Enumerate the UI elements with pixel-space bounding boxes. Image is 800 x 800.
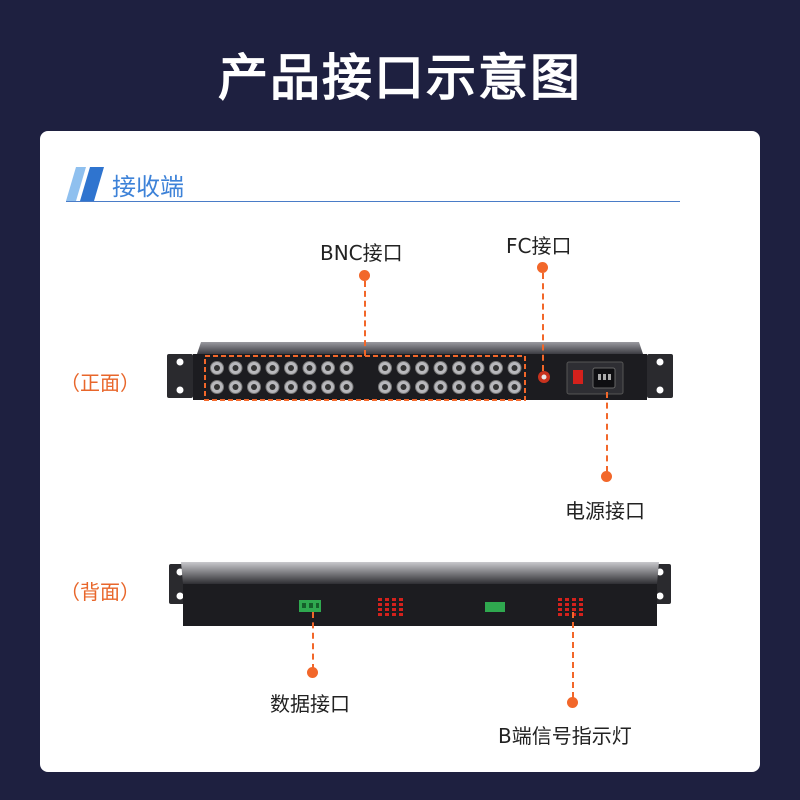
bnc-connector-core [419, 365, 425, 371]
bnc-connector-core [382, 365, 388, 371]
indicator-led [392, 598, 396, 601]
bnc-callout-dot [359, 270, 370, 281]
section-header: 接收端 [66, 165, 680, 202]
indicator-led [558, 608, 562, 611]
bnc-connector-core [400, 384, 407, 390]
bnc-connector-core [325, 365, 331, 371]
bnc-connector-core [343, 365, 350, 371]
indicator-callout-line [572, 612, 574, 698]
bnc-callout-label: BNC接口 [320, 241, 403, 265]
bnc-connector-core [474, 384, 481, 390]
indicator-led [378, 613, 382, 616]
bnc-connector-core [400, 365, 407, 371]
section-label: 接收端 [112, 173, 184, 201]
back-view-label: （背面） [60, 580, 140, 604]
bnc-connector-core [288, 384, 294, 390]
indicator-led [572, 598, 576, 601]
indicator-callout-dot [567, 697, 578, 708]
bnc-connector-core [493, 384, 499, 390]
indicator-led [579, 598, 583, 601]
power-callout-line [606, 392, 608, 472]
bnc-connector-core [382, 384, 388, 390]
indicator-led [399, 603, 403, 606]
bnc-connector-core [343, 384, 350, 390]
indicator-led [399, 608, 403, 611]
indicator-led [392, 603, 396, 606]
bnc-connector-core [269, 365, 276, 371]
indicator-led [565, 608, 569, 611]
indicator-callout-label: B端信号指示灯 [498, 724, 632, 748]
bnc-connector-core [214, 365, 220, 371]
bnc-callout-line [364, 281, 366, 356]
indicator-led [385, 598, 389, 601]
indicator-led [579, 603, 583, 606]
bnc-connector-core [269, 384, 276, 390]
indicator-led [385, 608, 389, 611]
bnc-connector-core [456, 384, 462, 390]
bnc-connector-core [456, 365, 462, 371]
indicator-led [378, 608, 382, 611]
fc-callout-label: FC接口 [506, 234, 572, 258]
indicator-led [385, 603, 389, 606]
indicator-led [378, 598, 382, 601]
front-panel-device [167, 342, 673, 401]
indicator-led [572, 608, 576, 611]
bnc-connector-core [232, 365, 239, 371]
bnc-connector-core [306, 365, 313, 371]
indicator-led [378, 603, 382, 606]
indicator-led [558, 603, 562, 606]
bnc-connector-core [288, 365, 294, 371]
bnc-connector-core [306, 384, 313, 390]
bnc-connector-core [214, 384, 220, 390]
power-callout-label: 电源接口 [565, 499, 645, 523]
bnc-connector-core [474, 365, 481, 371]
front-view-label: （正面） [60, 371, 140, 395]
indicator-led [565, 613, 569, 616]
bnc-connector-core [511, 384, 518, 390]
indicator-led [392, 608, 396, 611]
data-callout-label: 数据接口 [270, 692, 350, 716]
stripe-icon [66, 167, 104, 201]
content-card: 接收端 [40, 131, 760, 772]
bnc-connector-core [437, 365, 444, 371]
indicator-led [579, 613, 583, 616]
bnc-connector-core [493, 365, 499, 371]
indicator-led [572, 613, 576, 616]
indicator-led [399, 613, 403, 616]
bnc-connector-core [251, 365, 257, 371]
bnc-connector-core [325, 384, 331, 390]
bnc-connector-core [419, 384, 425, 390]
indicator-led [558, 613, 562, 616]
indicator-led [385, 613, 389, 616]
data-callout-line [312, 612, 314, 670]
indicator-led [399, 598, 403, 601]
bnc-connector-core [437, 384, 444, 390]
power-callout-dot [601, 471, 612, 482]
bnc-connector-core [251, 384, 257, 390]
back-panel-device [169, 562, 671, 626]
indicator-led [565, 598, 569, 601]
indicator-led [558, 598, 562, 601]
bnc-connector-core [232, 384, 239, 390]
page-title: 产品接口示意图 [218, 49, 582, 107]
fc-callout-dot [537, 262, 548, 273]
indicator-led [392, 613, 396, 616]
bnc-connector-core [511, 365, 518, 371]
data-callout-dot [307, 667, 318, 678]
indicator-led [572, 603, 576, 606]
fc-callout-line [542, 273, 544, 371]
indicator-led [565, 603, 569, 606]
indicator-led [579, 608, 583, 611]
